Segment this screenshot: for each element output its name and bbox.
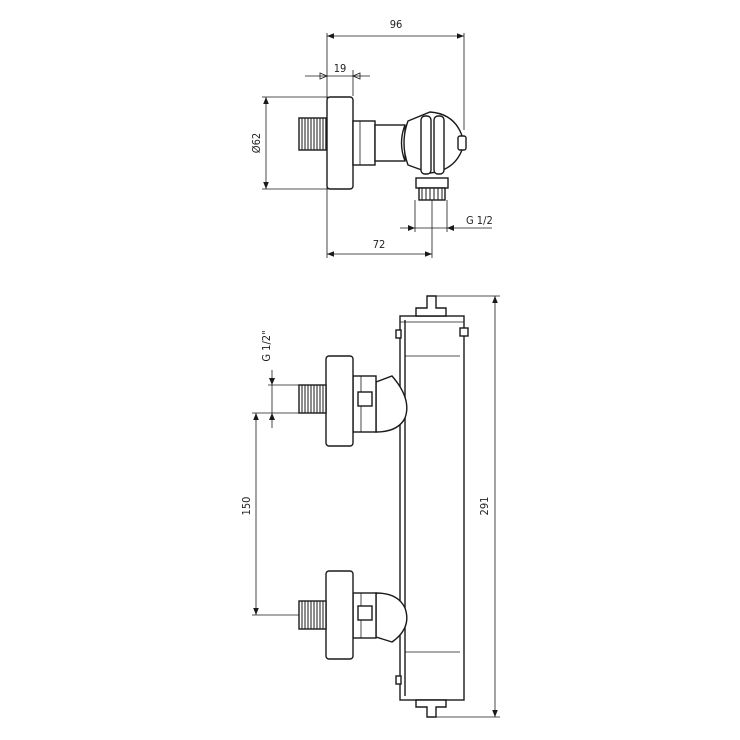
dim-label-outlet-offset: 72 xyxy=(373,238,386,251)
dim-label-outlet-thread: G 1/2 xyxy=(466,214,493,227)
dim-label-total-height: 291 xyxy=(478,497,491,516)
dim-label-flange: 19 xyxy=(334,62,347,75)
dim-label-diameter: Ø62 xyxy=(250,133,263,153)
front-view: 291 150 G 1/2" xyxy=(240,295,500,718)
dim-label-total-width: 96 xyxy=(390,18,403,31)
dim-label-inlet-thread: G 1/2" xyxy=(260,330,273,361)
thread-lines-top xyxy=(301,118,324,150)
dim-label-inlet-spacing: 150 xyxy=(240,497,253,516)
top-view: 96 19 Ø62 72 G 1/2 xyxy=(250,18,493,258)
